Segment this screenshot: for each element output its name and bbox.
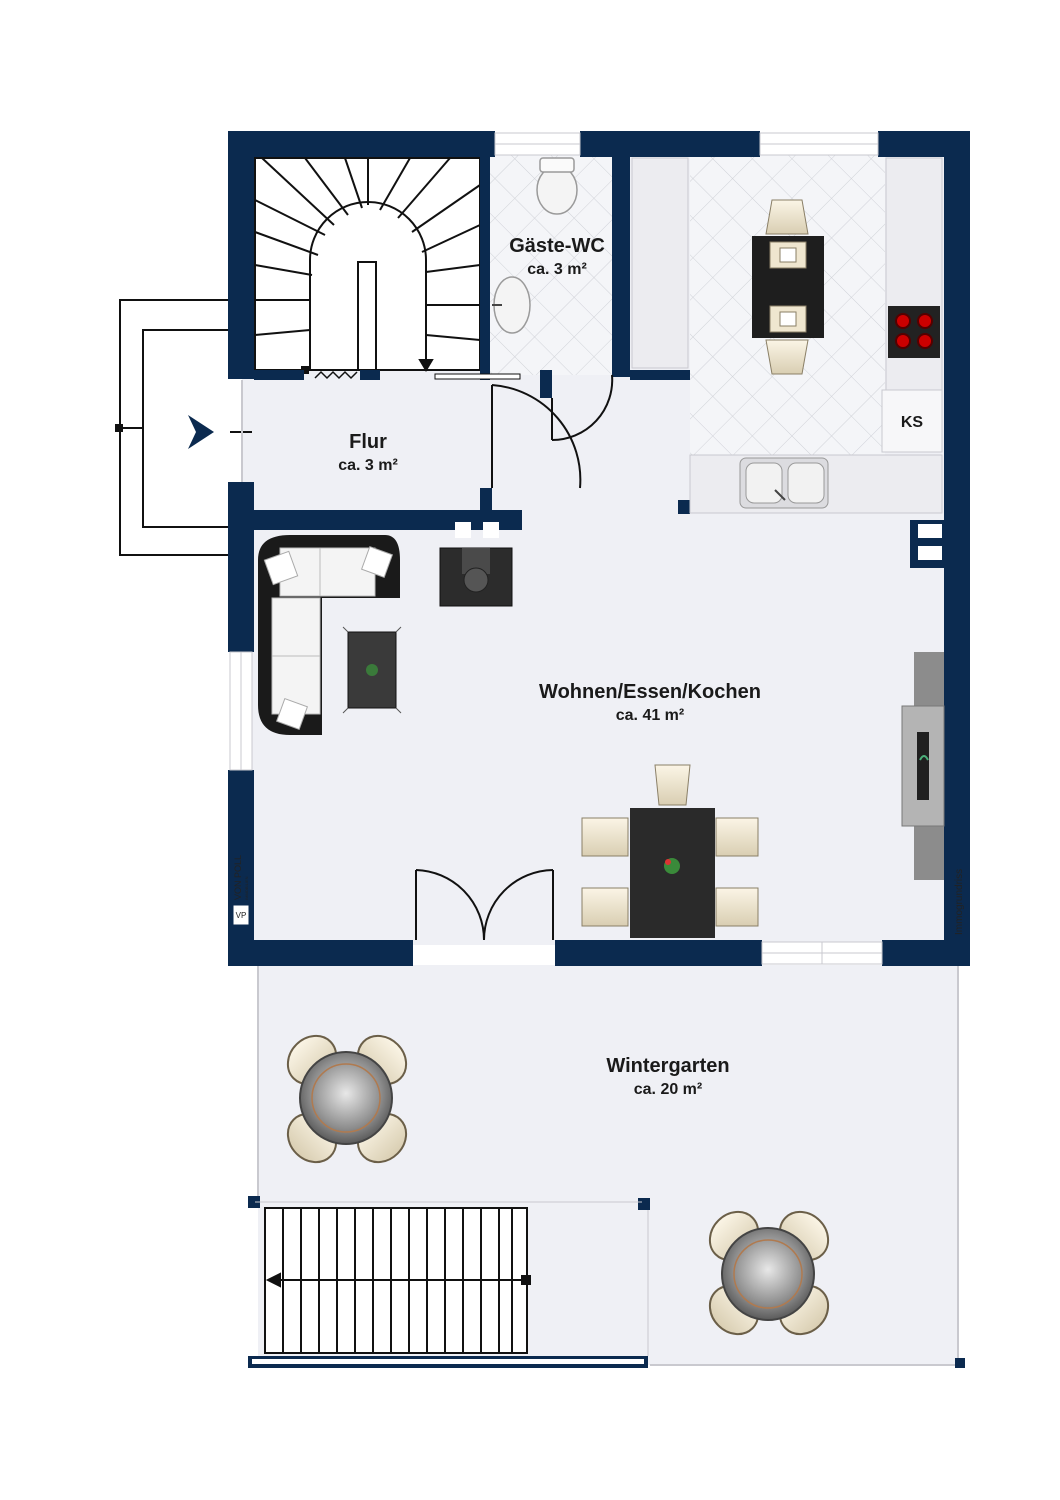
credit-text: Immogrundriss: [954, 869, 965, 935]
round-table-1: [286, 1034, 408, 1164]
fridge-label: KS: [901, 414, 924, 431]
logo-text: VON POLL: [233, 855, 243, 900]
room-area-flur: ca. 3 m²: [338, 457, 398, 474]
room-area-wintergarten: ca. 20 m²: [634, 1081, 702, 1098]
windows: [229, 132, 883, 965]
room-area-gaeste-wc: ca. 3 m²: [527, 261, 587, 278]
round-table-2: [708, 1210, 830, 1336]
room-name-wohnen: Wohnen/Essen/Kochen: [539, 681, 761, 703]
room-area-wohnen: ca. 41 m²: [616, 707, 684, 724]
doors: [415, 373, 614, 941]
staircase-upper: [254, 157, 481, 380]
staircase-lower: [264, 1207, 531, 1354]
room-name-gaeste-wc: Gäste-WC: [509, 235, 605, 257]
kitchen: [631, 157, 943, 514]
credit-watermark: Immogrundriss: [954, 869, 965, 935]
logo-initials: VP: [236, 911, 247, 920]
living-furniture: [258, 535, 945, 880]
logo-subtext: IMMOBILIEN: [244, 876, 249, 900]
walls: [228, 131, 970, 966]
entrance: [115, 299, 252, 556]
room-name-flur: Flur: [349, 431, 387, 453]
room-labels: Gäste-WC ca. 3 m² Flur ca. 3 m² Wohnen/E…: [338, 235, 923, 1098]
wc-fixtures: [492, 157, 578, 334]
room-name-wintergarten: Wintergarten: [606, 1055, 729, 1077]
brand-logo: VP VON POLL IMMOBILIEN: [232, 855, 250, 926]
wintergarten: [248, 966, 965, 1368]
dining-table: [581, 764, 759, 938]
